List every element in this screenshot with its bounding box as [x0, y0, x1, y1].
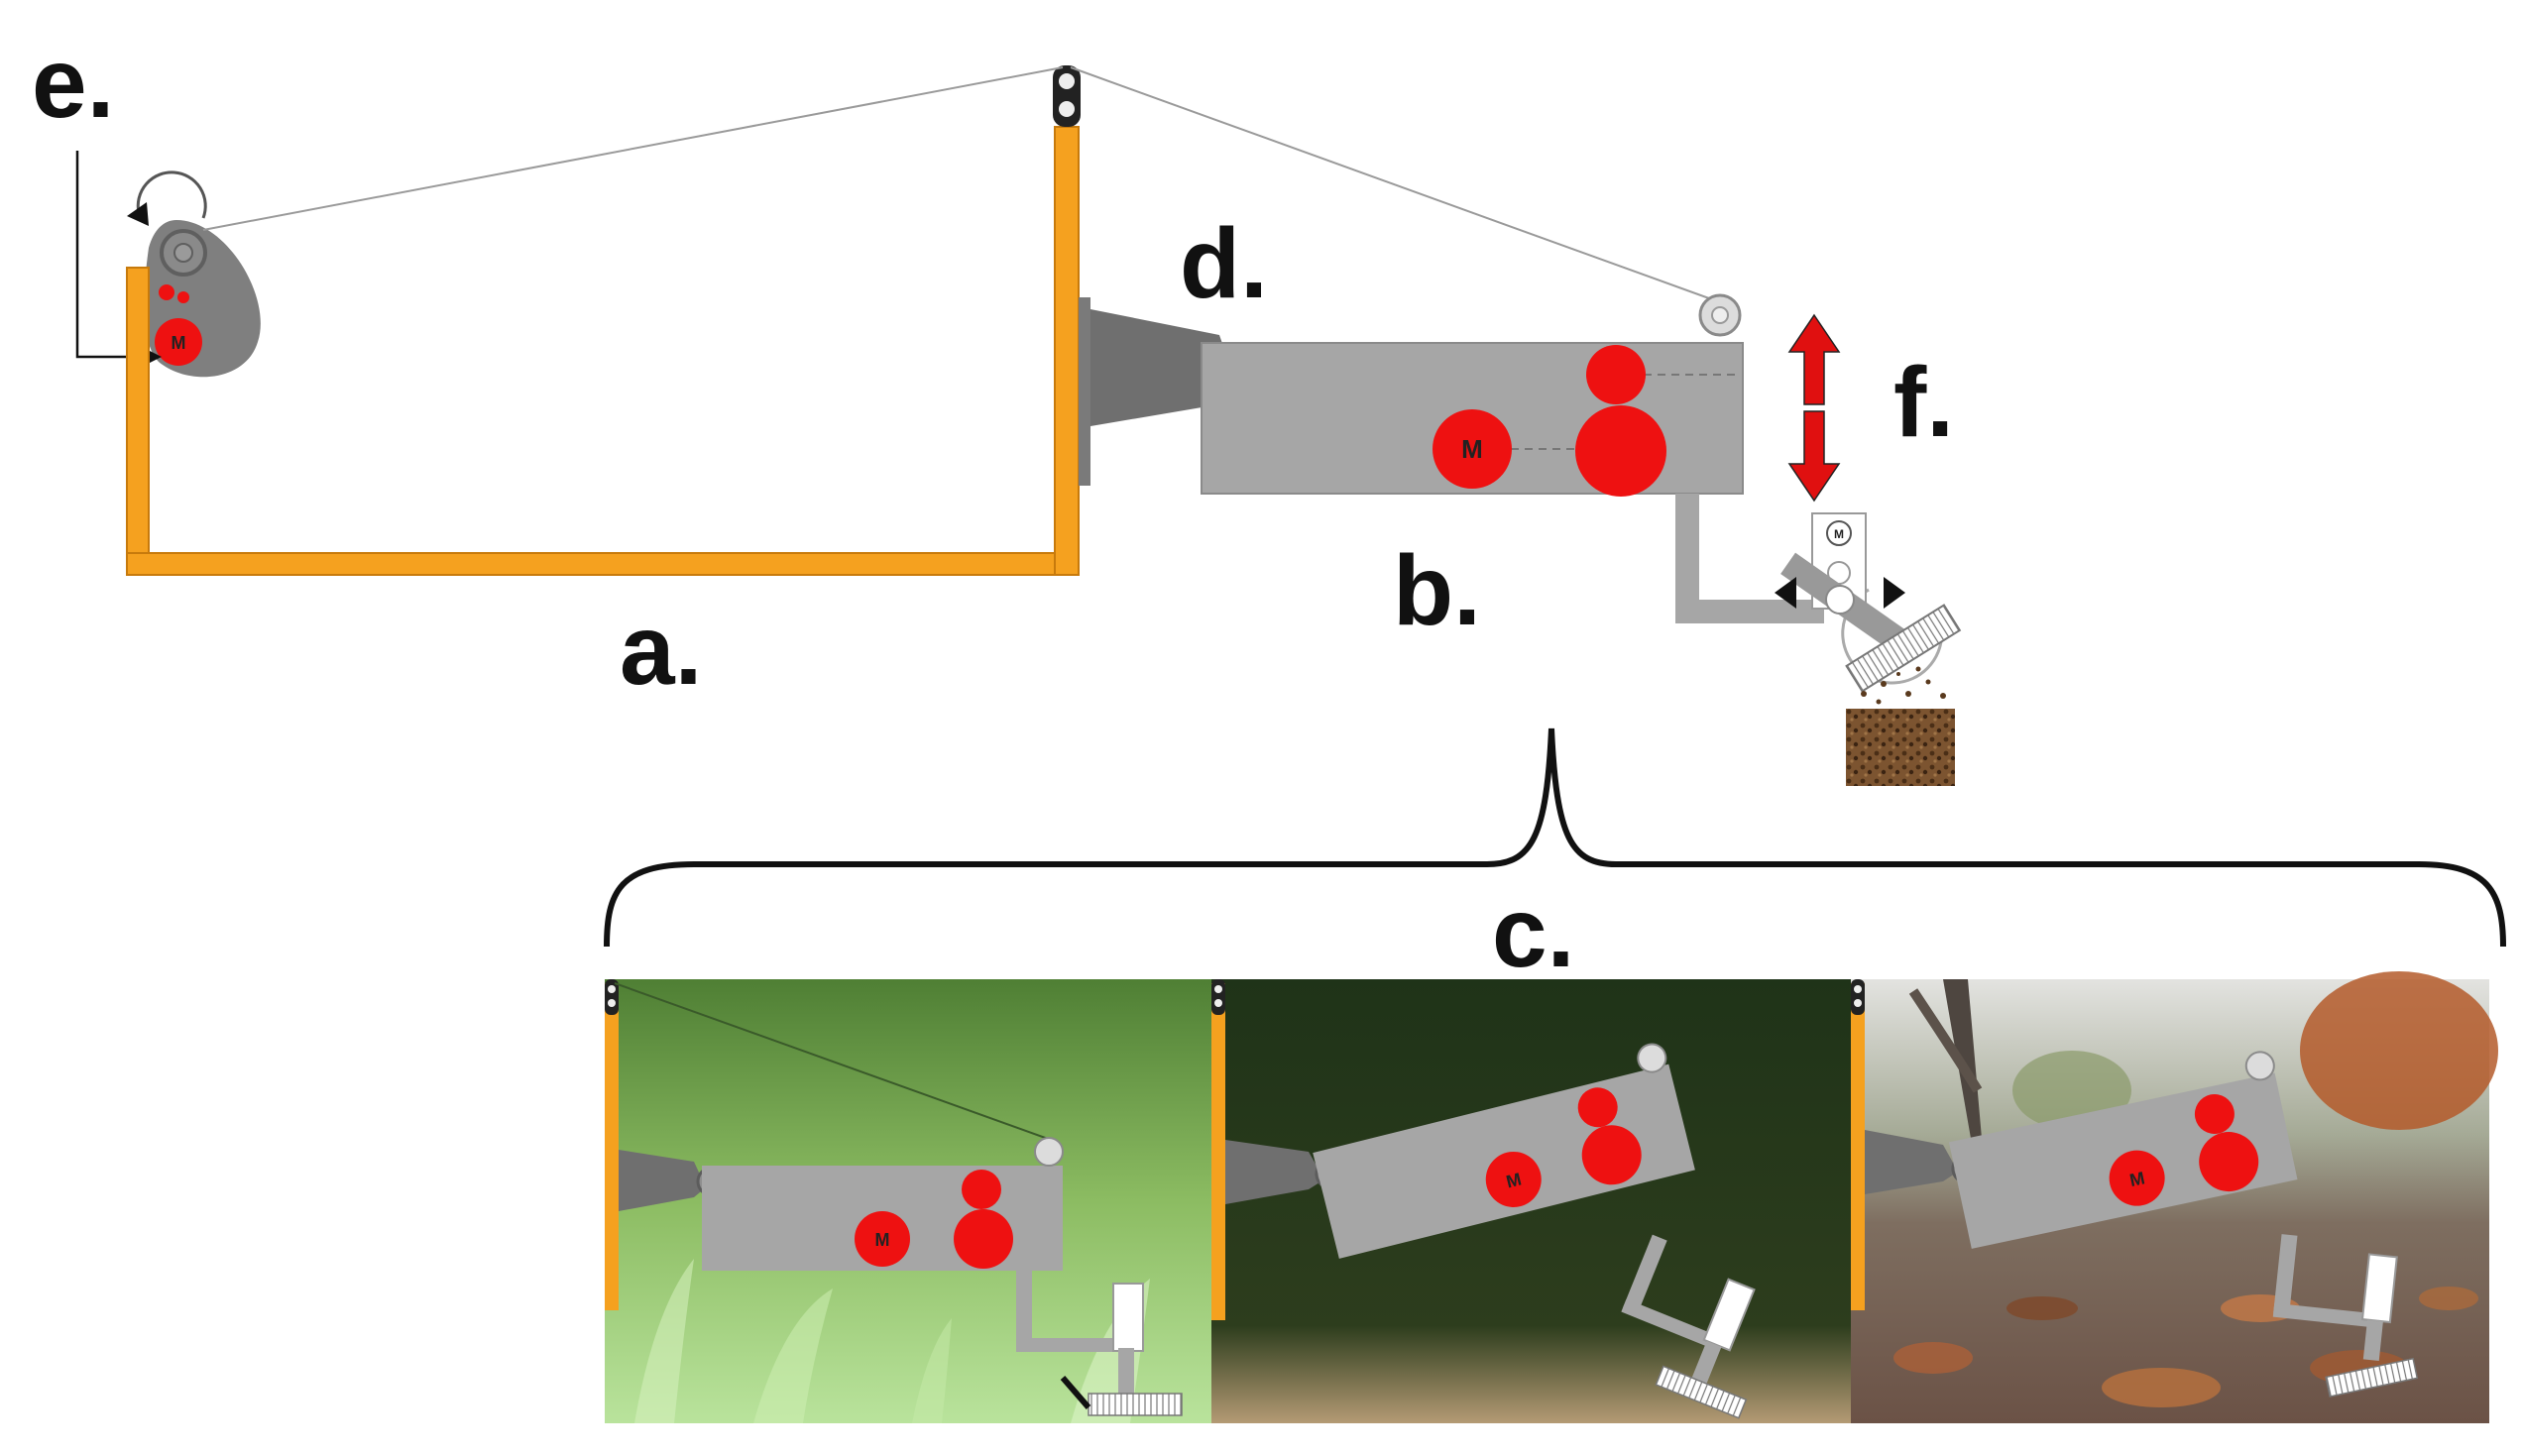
label-b: b.: [1393, 535, 1481, 646]
photo-panel-grass: M: [605, 979, 1211, 1423]
motor-symbol: M: [1834, 527, 1844, 541]
curly-brace: [604, 728, 2506, 948]
photo-panel-dark: M: [1211, 979, 1851, 1423]
arm-gear-small: [1586, 345, 1646, 404]
motor-symbol: M: [1504, 1169, 1523, 1191]
double-arrow-icon: [1787, 313, 1841, 503]
motor-symbol: M: [875, 1230, 890, 1250]
orange-frame: [126, 126, 1090, 576]
soil-sample: [1846, 709, 1955, 786]
label-e: e.: [32, 28, 114, 139]
rotation-arrowhead-icon: [127, 202, 149, 226]
cable-to-reel: [202, 66, 1064, 231]
arm-drive-motor: [1433, 409, 1512, 489]
motor-symbol: M: [1461, 434, 1483, 464]
brush-mechanism: M: [1675, 494, 1962, 786]
reel-gear-small: [159, 284, 174, 300]
cable-to-arm: [1070, 66, 1721, 303]
frame-mount-plate: [1079, 297, 1090, 486]
brush-arm-horizontal: [1675, 600, 1824, 623]
reel-motor: [155, 318, 202, 366]
reel-motor-assembly: M: [75, 151, 261, 378]
photo-panel-leaves: M: [1851, 971, 2498, 1423]
top-pulley-block: [1053, 65, 1081, 127]
motor-symbol: M: [2127, 1168, 2146, 1190]
arm-gear-large: [1575, 405, 1666, 497]
label-d: d.: [1180, 208, 1268, 319]
motor-symbol: M: [172, 333, 186, 353]
arm-housing: M: [1201, 293, 1744, 497]
rotation-indicator-icon: [136, 170, 207, 219]
label-f: f.: [1893, 347, 1954, 458]
label-c: c.: [1492, 877, 1574, 988]
brush-head: [1845, 604, 1962, 693]
pulley-icon: [1059, 73, 1075, 89]
label-a: a.: [620, 595, 702, 706]
